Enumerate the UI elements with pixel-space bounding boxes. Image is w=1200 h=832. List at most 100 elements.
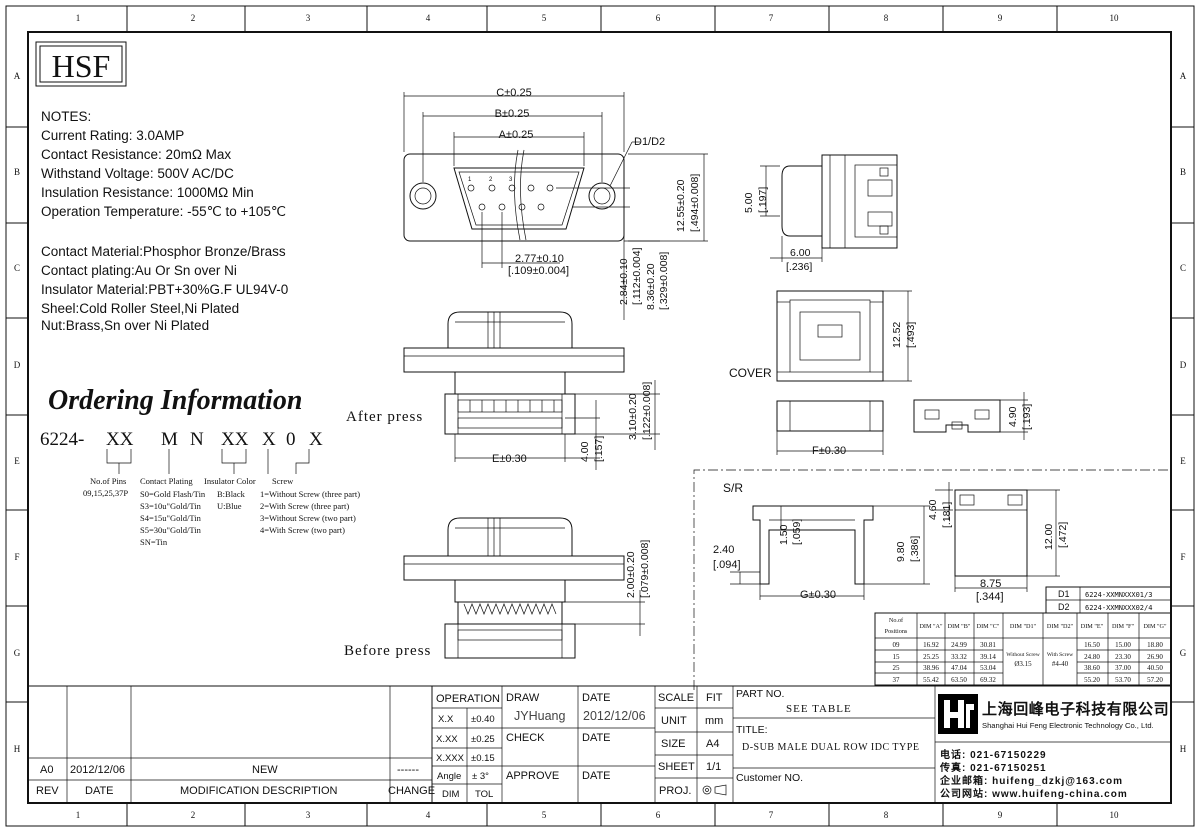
td-b: 63.50 (951, 676, 967, 684)
approve-label: APPROVE (506, 770, 559, 782)
td-e: 55.20 (1084, 676, 1100, 684)
col-label: 4 (426, 13, 431, 23)
td-g: 18.80 (1147, 641, 1163, 649)
plating-value: S0=Gold Flash/Tin (140, 489, 206, 499)
material-line: Contact Material:Phosphor Bronze/Brass (41, 244, 286, 259)
color-value: B:Black (217, 489, 246, 499)
rev-value: A0 (40, 764, 53, 776)
dim-after-h-in: [.122±0.008] (641, 382, 653, 440)
dim-before-h: 2.00±0.20 (625, 551, 637, 598)
row-label: E (1180, 456, 1186, 466)
dim-sr-s-w-in: [.344] (976, 591, 1004, 603)
col-label: 8 (884, 13, 889, 23)
row-label: B (14, 167, 20, 177)
col-label: 8 (884, 810, 889, 820)
part-value: SEE TABLE (786, 703, 852, 715)
note-line: Insulation Resistance: 1000MΩ Min (41, 185, 254, 200)
dim-cover-side-h-in: [.193] (1021, 404, 1033, 430)
company-en: Shanghai Hui Feng Electronic Technology … (982, 721, 1154, 730)
material-line: Nut:Brass,Sn over Ni Plated (41, 318, 209, 333)
customer-label: Customer NO. (736, 772, 803, 784)
rev-change: ------ (397, 764, 419, 776)
logo-box (35, 41, 127, 87)
td-g: 57.20 (1147, 676, 1163, 684)
col-label: 10 (1110, 13, 1120, 23)
desc-header: MODIFICATION DESCRIPTION (180, 785, 338, 797)
plating-value: S4=15u"Gold/Tin (140, 513, 202, 523)
row-label: D (1180, 360, 1187, 370)
td-pos: 15 (893, 653, 901, 661)
td-f: 15.00 (1115, 641, 1131, 649)
dim-after-h2-in: [.157] (593, 436, 605, 462)
col-label: 7 (769, 810, 774, 820)
unit-label: UNIT (661, 715, 687, 727)
th-dim-e: DIM "E" (1081, 623, 1104, 630)
note-line: Contact Resistance: 20mΩ Max (41, 147, 231, 162)
d2-label: D2 (1058, 602, 1070, 612)
row-label: C (1180, 263, 1186, 273)
dim-sr-s-w: 8.75 (980, 578, 1001, 590)
grid-ticks (6, 6, 1194, 826)
dim-sr-w-in: [.094] (713, 559, 741, 571)
dim-cover-h: 12.52 (891, 322, 903, 348)
dim-a: A±0.25 (499, 129, 534, 141)
screw-value: 4=With Screw (two part) (260, 525, 345, 535)
date-label: DATE (582, 770, 611, 782)
td-a: 38.96 (923, 664, 939, 672)
row-label: A (14, 71, 21, 81)
dim-sr-h1: 1.50 (778, 524, 790, 545)
col-label: 1 (76, 810, 81, 820)
screw-value: 2=With Screw (three part) (260, 501, 349, 511)
col-label: 2 (191, 810, 196, 820)
code-part: XX (221, 429, 249, 450)
tol-value: ±0.25 (471, 734, 495, 745)
th-dim-f: DIM "F" (1112, 623, 1135, 630)
plating-label: Contact Plating (140, 476, 193, 486)
code-part: X (309, 429, 323, 450)
fax: 传真: 021-67150251 (939, 761, 1047, 774)
d2-part: 6224-XXMNXXX02/4 (1085, 604, 1152, 612)
td-e: 38.60 (1084, 664, 1100, 672)
size-label: SIZE (661, 738, 685, 750)
code-part: N (190, 429, 204, 450)
td-c: 69.32 (980, 676, 996, 684)
row-label: H (1180, 744, 1187, 754)
row-label: G (14, 648, 21, 658)
sheet-label: SHEET (658, 761, 695, 773)
tol-label: TOL (475, 789, 493, 800)
fit-label: FIT (706, 692, 723, 704)
td-a: 16.92 (923, 641, 939, 649)
th-positions-2: Positions (885, 628, 908, 635)
dim-after-h: 3.10±0.20 (627, 393, 639, 440)
td-g: 40.50 (1147, 664, 1163, 672)
th-positions-1: No.of (889, 617, 904, 624)
dim-side-h-in: [.197] (757, 187, 769, 213)
dim-side-h: 5.00 (743, 192, 755, 213)
code-part: XX (106, 429, 134, 450)
dim-d: D1/D2 (634, 136, 665, 148)
td-pos: 25 (893, 664, 901, 672)
td-f: 37.00 (1115, 664, 1131, 672)
dim-side-w: 6.00 (790, 247, 811, 259)
plating-value: S3=10u"Gold/Tin (140, 501, 202, 511)
pins-label: No.of Pins (90, 476, 126, 486)
col-label: 10 (1110, 810, 1120, 820)
th-dim-d1: DIM "D1" (1010, 623, 1037, 630)
plating-value: S5=30u"Gold/Tin (140, 525, 202, 535)
dim-side-w-in: [.236] (786, 261, 812, 273)
rev-header: REV (36, 785, 59, 797)
row-label: G (1180, 648, 1187, 658)
td-b: 47.04 (951, 664, 967, 672)
ordering-legend: No.of Pins 09,15,25,37P Contact Plating … (83, 476, 360, 547)
dim-sr-w: 2.40 (713, 544, 734, 556)
proj-label: PROJ. (659, 785, 691, 797)
td-c: 39.14 (980, 653, 996, 661)
col-label: 9 (998, 810, 1003, 820)
row-label: E (14, 456, 20, 466)
row-label: F (14, 552, 19, 562)
td-c: 30.81 (980, 641, 996, 649)
dim-b: B±0.25 (495, 108, 530, 120)
phone: 电话: 021-67150229 (940, 748, 1047, 761)
dim-label: DIM (442, 789, 460, 800)
